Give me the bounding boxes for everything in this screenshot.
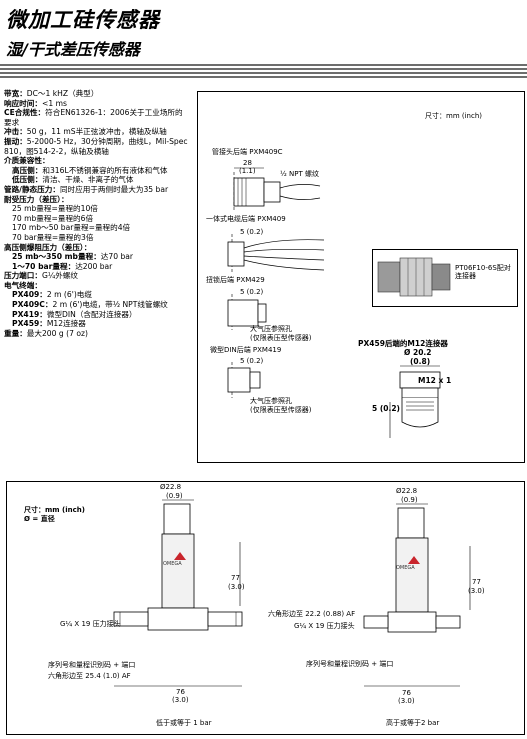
conduit-thread: ½ NPT 螺纹 bbox=[280, 170, 319, 178]
m12-dia: Ø 20.2 bbox=[404, 348, 432, 357]
din-dim: 5 (0.2) bbox=[240, 357, 264, 365]
specifications: 带宽：DC～1 kHZ（典型） 响应时间：<1 ms CE合规性：符合EN613… bbox=[4, 89, 188, 338]
page-subtitle: 湿/干式差压传感器 bbox=[6, 40, 140, 59]
left-dia-in: (0.9) bbox=[166, 492, 183, 500]
left-height-in: (3.0) bbox=[228, 583, 245, 591]
m12-dia-in: (0.8) bbox=[410, 357, 431, 366]
spec-op3: 170 mb～50 bar量程=量程的4倍 bbox=[12, 223, 131, 233]
conduit-label: 管接头后端 PXM409C bbox=[212, 148, 283, 156]
spec-op1: 25 mb量程=量程的10倍 bbox=[12, 204, 98, 214]
spec-response: 响应时间：<1 ms bbox=[4, 98, 67, 108]
right-serial: 序列号和量程识别码 + 端口 bbox=[306, 660, 394, 668]
bottom-dims-note: 尺寸：mm (inch) bbox=[24, 506, 85, 514]
twist-dim: 5 (0.2) bbox=[240, 288, 264, 296]
right-dia: Ø22.8 bbox=[396, 487, 418, 495]
top-dims-note: 尺寸：mm (inch) bbox=[425, 112, 482, 120]
spec-op4: 70 bar量程=量程的3倍 bbox=[12, 232, 94, 242]
cable-drawing bbox=[227, 234, 325, 274]
bottom-diagram-box bbox=[6, 481, 525, 735]
vent-note-2: (仅限表压型传感器) bbox=[250, 406, 312, 414]
left-sensor-drawing bbox=[113, 499, 243, 687]
spec-burst-2: 1～70 bar量程：达200 bar bbox=[12, 261, 113, 271]
spec-low-side: 低压侧：清洁、干燥、非离子的气体 bbox=[12, 175, 134, 185]
bottom-dia-note: Ø = 直径 bbox=[24, 515, 55, 523]
right-hex: 六角形边至 22.2 (0.88) AF bbox=[268, 610, 356, 618]
left-width-in: (3.0) bbox=[172, 696, 189, 704]
right-dia-in: (0.9) bbox=[401, 496, 418, 504]
right-port: G¼ X 19 压力接头 bbox=[294, 622, 355, 630]
spec-ce: CE合规性：符合EN61326-1：2006关于工业场所的要求 bbox=[4, 108, 183, 127]
spec-line-pressure: 管路/静态压力：同时应用于两侧时最大为35 bar bbox=[4, 184, 169, 194]
m12-title: PX459后端的M12连接器 bbox=[358, 339, 448, 348]
m12-drawing bbox=[389, 365, 441, 438]
spec-high-side: 高压侧：和316L不锈钢兼容的所有液体和气体 bbox=[12, 165, 168, 175]
left-port: G¼ X 19 压力接头 bbox=[60, 620, 121, 628]
cable-label: 一体式电缆后端 PXM409 bbox=[206, 215, 286, 223]
din-drawing bbox=[227, 362, 261, 398]
twist-drawing bbox=[227, 294, 267, 330]
spec-e2: PX409C：2 m (6')电缆，带½ NPT线管螺纹 bbox=[12, 300, 168, 310]
left-dia: Ø22.8 bbox=[160, 483, 182, 491]
spec-overpressure: 耐受压力（差压）： bbox=[4, 194, 69, 204]
page-title: 微加工硅传感器 bbox=[6, 8, 160, 32]
spec-electrical: 电气终端： bbox=[4, 280, 42, 290]
spec-shock: 冲击：50 g，11 mS半正弦波冲击，横轴及纵轴 bbox=[4, 127, 167, 137]
m12-thread: M12 x 1 bbox=[418, 376, 452, 385]
cable-dim: 5 (0.2) bbox=[240, 228, 264, 236]
right-caption: 高于或等于2 bar bbox=[386, 719, 440, 727]
right-width: 76 bbox=[402, 689, 411, 697]
conduit-dim-in: (1.1) bbox=[239, 167, 256, 175]
m12-dim: 5 (0.2) bbox=[372, 404, 400, 413]
right-height-in: (3.0) bbox=[468, 587, 485, 595]
right-sensor-drawing bbox=[363, 503, 471, 687]
vent-label-2: 大气压参照孔 bbox=[250, 397, 292, 405]
right-width-in: (3.0) bbox=[398, 697, 415, 705]
din-label: 微型DIN后端 PXM419 bbox=[210, 346, 282, 354]
spec-e4: PX459：M12连接器 bbox=[12, 319, 86, 329]
twist-label: 扭锁后端 PXM429 bbox=[206, 276, 265, 284]
left-height: 77 bbox=[231, 574, 240, 582]
right-height: 77 bbox=[472, 578, 481, 586]
right-brand: OMEGA bbox=[396, 565, 415, 571]
spec-burst: 高压侧爆阻压力（差压）： bbox=[4, 242, 92, 252]
left-brand: OMEGA bbox=[163, 561, 182, 567]
spec-media: 介质兼容性： bbox=[4, 156, 50, 166]
spec-bandwidth: 带宽：DC～1 kHZ（典型） bbox=[4, 89, 99, 98]
vent-note: (仅限表压型传感器) bbox=[250, 334, 312, 342]
header-rule-3 bbox=[0, 72, 527, 74]
spec-weight: 重量：最大200 g (7 oz) bbox=[4, 328, 88, 338]
connector-label: PT06F10-6S配对连接器 bbox=[455, 264, 511, 280]
spec-burst-1: 25 mb～350 mb量程：达70 bar bbox=[12, 252, 134, 262]
spec-e3: PX419：微型DIN（含配对连接器） bbox=[12, 309, 137, 319]
spec-vibration: 振动：5-2000-5 Hz，30分钟周期，曲线L，Mil-Spec 810，图… bbox=[4, 136, 188, 156]
spec-port: 压力端口：G¼外螺纹 bbox=[4, 271, 78, 281]
spec-op2: 70 mb量程=量程的6倍 bbox=[12, 213, 94, 223]
conduit-dim: 28 bbox=[243, 159, 252, 167]
spec-e1: PX409：2 m (6')电缆 bbox=[12, 290, 92, 300]
left-serial: 序列号和量程识别码 + 端口 bbox=[48, 661, 136, 669]
header-rule-4 bbox=[0, 76, 527, 78]
left-caption: 低于或等于 1 bar bbox=[156, 719, 212, 727]
conduit-drawing bbox=[233, 167, 321, 212]
left-hex: 六角形边至 25.4 (1.0) AF bbox=[48, 672, 131, 680]
header-rule-1 bbox=[0, 64, 527, 66]
left-width: 76 bbox=[176, 688, 185, 696]
header-rule-2 bbox=[0, 68, 527, 70]
connector-photo bbox=[377, 257, 451, 297]
vent-label: 大气压参照孔 bbox=[250, 325, 292, 333]
